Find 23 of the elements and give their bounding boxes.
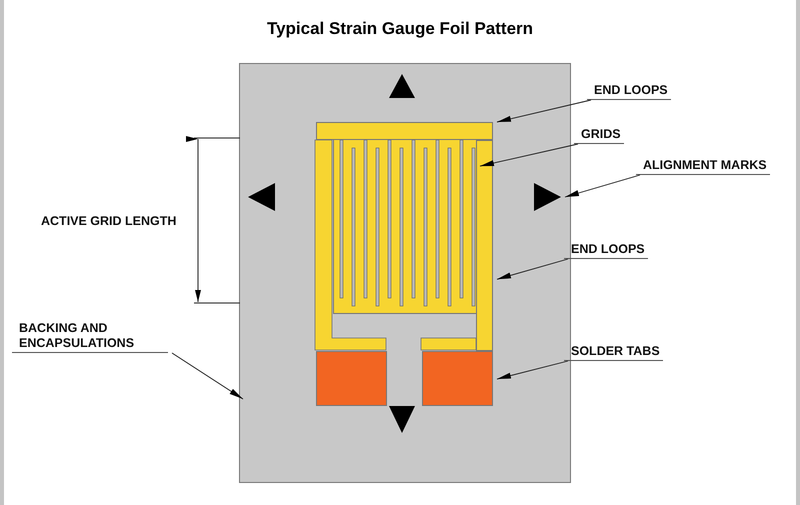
callout-label: GRIDS bbox=[574, 127, 624, 144]
end-loop-bar bbox=[316, 122, 493, 140]
callout-label: END LOOPS bbox=[564, 242, 648, 259]
alignment-mark bbox=[389, 74, 415, 98]
callout-label: BACKING AND ENCAPSULATIONS bbox=[12, 321, 168, 353]
callout-label: END LOOPS bbox=[587, 83, 671, 100]
leader-line bbox=[496, 100, 592, 122]
callout-label: ALIGNMENT MARKS bbox=[636, 158, 770, 175]
solder-tab bbox=[316, 351, 387, 406]
alignment-mark bbox=[248, 183, 275, 211]
leader-line bbox=[564, 174, 640, 198]
grid-pattern bbox=[333, 140, 476, 314]
callout-label: SOLDER TABS bbox=[564, 344, 663, 361]
leader-line bbox=[496, 258, 568, 280]
solder-tab bbox=[422, 351, 493, 406]
end-loop-bar bbox=[476, 140, 493, 351]
leader-line bbox=[172, 352, 244, 400]
diagram-title: Typical Strain Gauge Foil Pattern bbox=[266, 19, 534, 39]
dimension-label: ACTIVE GRID LENGTH bbox=[41, 214, 176, 228]
alignment-mark bbox=[534, 183, 561, 211]
leader-line bbox=[480, 144, 578, 167]
leader-line bbox=[496, 360, 568, 380]
alignment-mark bbox=[389, 406, 415, 433]
